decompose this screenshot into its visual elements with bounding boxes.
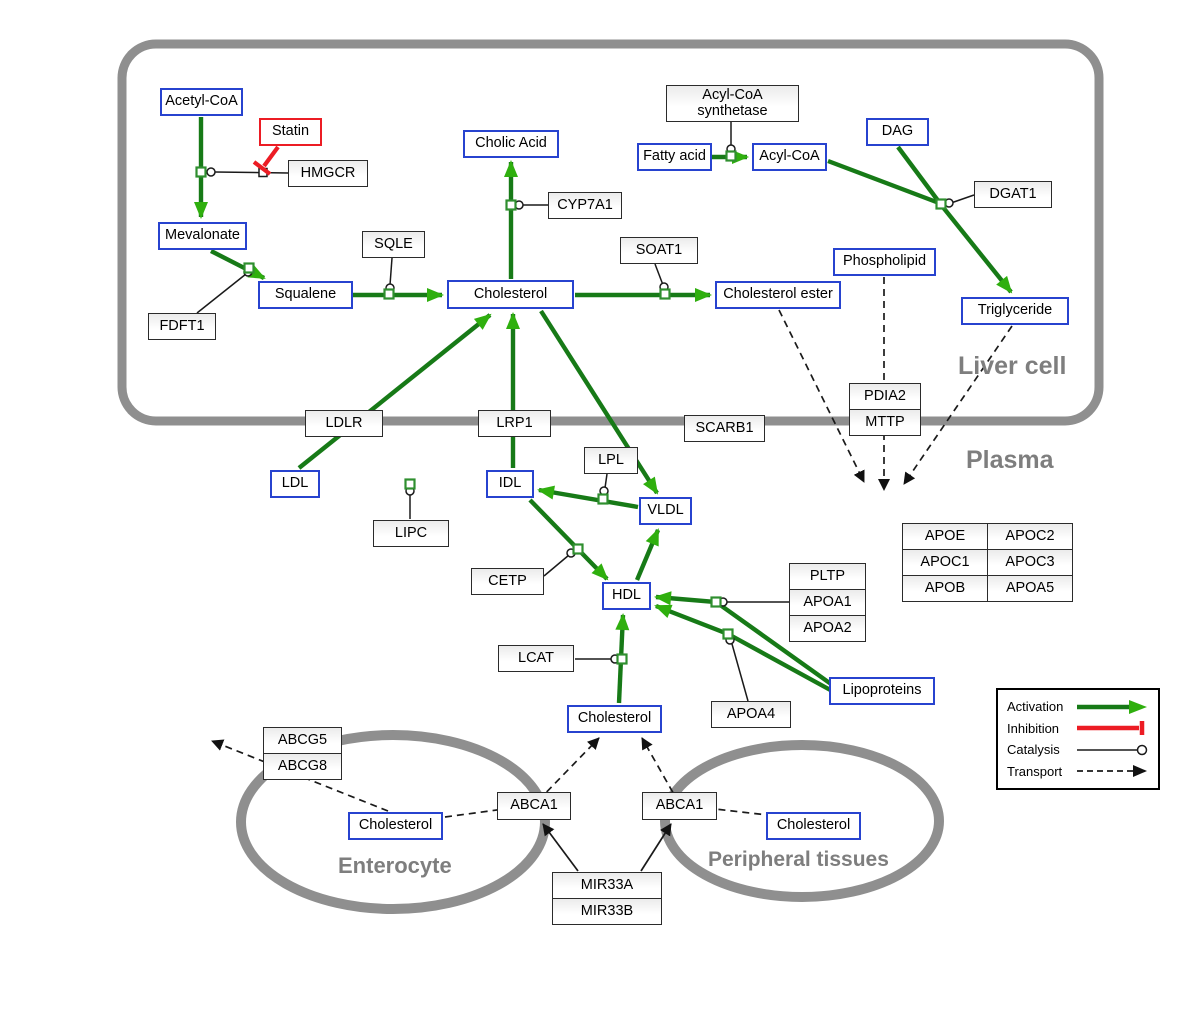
node-abcg5[interactable]: ABCG5 [263,727,342,754]
node-lcat[interactable]: LCAT [498,645,574,672]
region-label-plasma: Plasma [966,446,1054,474]
node-cholesterol-peripheral[interactable]: Cholesterol [766,812,861,840]
node-acetyl-coa[interactable]: Acetyl-CoA [160,88,243,116]
legend-activation-label: Activation [1007,699,1064,714]
region-label-liver-cell: Liver cell [958,352,1067,380]
legend-row-catalysis: Catalysis [1007,740,1149,759]
node-sqle[interactable]: SQLE [362,231,425,258]
transport-dashed-arrow-icon [1077,765,1147,778]
legend-inhibition-label: Inhibition [1007,720,1060,736]
node-cholesterol-ester[interactable]: Cholesterol ester [715,281,841,309]
node-fatty-acid[interactable]: Fatty acid [637,143,712,171]
node-soat1[interactable]: SOAT1 [620,237,698,264]
legend-catalysis-label: Catalysis [1007,742,1060,758]
node-fdft1[interactable]: FDFT1 [148,313,216,340]
node-hdl[interactable]: HDL [602,582,651,610]
node-cholic-acid[interactable]: Cholic Acid [463,130,559,158]
legend-row-transport: Transport [1007,762,1149,781]
node-apoc3[interactable]: APOC3 [987,549,1073,576]
node-abca1-left[interactable]: ABCA1 [497,792,571,820]
node-apoa5[interactable]: APOA5 [987,575,1073,602]
inhibition-tbar-icon [1077,721,1145,736]
inhibition-edge-statin [252,145,280,176]
node-ldl[interactable]: LDL [270,470,320,498]
membrane-enterocyte [236,730,550,914]
node-idl[interactable]: IDL [486,470,534,498]
node-triglyceride[interactable]: Triglyceride [961,297,1069,325]
node-squalene[interactable]: Squalene [258,281,353,309]
node-apoa1[interactable]: APOA1 [789,589,866,616]
node-cholesterol-plasma[interactable]: Cholesterol [567,705,662,733]
node-vldl[interactable]: VLDL [639,497,692,525]
region-label-enterocyte: Enterocyte [338,853,452,878]
node-hmgcr[interactable]: HMGCR [288,160,368,187]
node-mir33b[interactable]: MIR33B [552,898,662,925]
node-statin[interactable]: Statin [259,118,322,146]
node-abcg8[interactable]: ABCG8 [263,753,342,780]
node-apoe[interactable]: APOE [902,523,988,550]
node-apob[interactable]: APOB [902,575,988,602]
node-lpl[interactable]: LPL [584,447,638,474]
membrane-liver-cell [117,39,1104,426]
legend-row-inhibition: Inhibition [1007,719,1149,738]
legend-row-activation: Activation [1007,697,1149,716]
node-phospholipid[interactable]: Phospholipid [833,248,936,276]
node-mttp[interactable]: MTTP [849,409,921,436]
node-apoa4[interactable]: APOA4 [711,701,791,728]
activation-arrow-icon [1077,699,1147,714]
legend-transport-label: Transport [1007,763,1063,779]
node-cyp7a1[interactable]: CYP7A1 [548,192,622,219]
region-label-peripheral-tissues: Peripheral tissues [708,848,889,871]
node-dgat1[interactable]: DGAT1 [974,181,1052,208]
node-abca1-right[interactable]: ABCA1 [642,792,717,820]
regulation-edges [542,823,672,872]
node-pltp[interactable]: PLTP [789,563,866,590]
node-lipc[interactable]: LIPC [373,520,449,547]
legend: Activation Inhibition Catalysis Transpor… [996,688,1160,790]
node-acyl-coa-synthetase[interactable]: Acyl-CoA synthetase [666,85,799,122]
node-apoa2[interactable]: APOA2 [789,615,866,642]
catalysis-edges [196,122,975,702]
node-scarb1[interactable]: SCARB1 [684,415,765,442]
node-apoc2[interactable]: APOC2 [987,523,1073,550]
node-cholesterol-liver[interactable]: Cholesterol [447,280,574,309]
node-dag[interactable]: DAG [866,118,929,146]
node-pdia2[interactable]: PDIA2 [849,383,921,410]
membrane-peripheral-tissues [660,740,944,902]
node-mevalonate[interactable]: Mevalonate [158,222,247,250]
node-cetp[interactable]: CETP [471,568,544,595]
node-acyl-coa[interactable]: Acyl-CoA [752,143,827,171]
node-lrp1[interactable]: LRP1 [478,410,551,437]
node-mir33a[interactable]: MIR33A [552,872,662,899]
node-lipoproteins[interactable]: Lipoproteins [829,677,935,705]
node-ldlr[interactable]: LDLR [305,410,383,437]
node-apoc1[interactable]: APOC1 [902,549,988,576]
reaction-node-squares [195,150,947,665]
catalysis-circle-icon [1077,744,1148,756]
node-cholesterol-enterocyte[interactable]: Cholesterol [348,812,443,840]
